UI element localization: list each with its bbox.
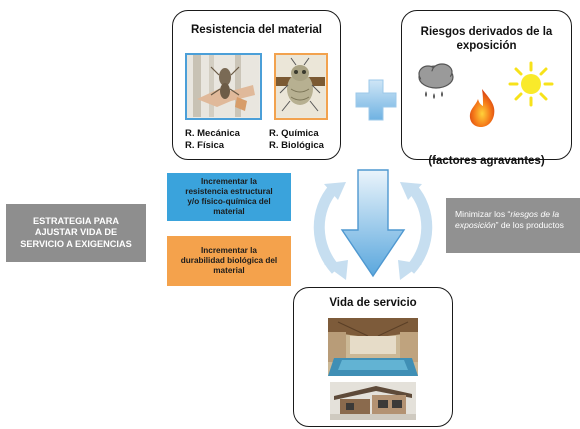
wooden-house-photo	[330, 382, 416, 420]
cycle-arrows-icon	[313, 169, 433, 280]
material-resistance-title: Resistencia del material	[190, 24, 323, 36]
minimize-exposure-risks-note: Minimizar los “riesgos de la exposición”…	[446, 198, 580, 253]
aggravating-factors-label: (factores agravantes)	[428, 155, 545, 167]
chemical-resistance-label: R. Química	[269, 128, 319, 139]
increase-biological-durability-box: Incrementar la durabilidad biológica del…	[167, 236, 291, 286]
sun-icon	[508, 61, 554, 107]
mechanical-resistance-label: R. Mecánica	[185, 128, 240, 139]
wood-fungus-image	[274, 53, 328, 120]
strategy-label: ESTRATEGIA PARA AJUSTAR VIDA DE SERVICIO…	[6, 204, 146, 262]
wood-insect-image	[185, 53, 262, 120]
increase-structural-resistance-box: Incrementar la resistencia estructural y…	[167, 173, 291, 221]
blue-line-4: material	[213, 207, 245, 217]
exposure-risks-title-line-2: exposición	[456, 40, 517, 52]
blue-line-1: Incrementar la	[201, 176, 257, 186]
exposure-risks-title-line-1: Riesgos derivados de la	[420, 26, 553, 38]
blue-line-2: resistencia estructural	[185, 186, 273, 196]
strategy-line-1: ESTRATEGIA PARA	[32, 215, 120, 226]
strategy-line-2: AJUSTAR VIDA DE	[34, 227, 118, 238]
biological-resistance-label: R. Biológica	[269, 139, 324, 151]
mechanical-physical-resistance-labels: R. Mecánica R. Física	[185, 128, 240, 151]
orange-line-1: Incrementar la	[201, 245, 257, 255]
minimize-emphasis-1: riesgos de la	[510, 209, 560, 219]
physical-resistance-label: R. Física	[185, 139, 225, 151]
minimize-suffix: ” de los productos	[495, 219, 564, 230]
fire-icon	[469, 89, 495, 127]
orange-line-3: material	[213, 266, 245, 276]
rain-cloud-icon	[418, 63, 454, 99]
chemical-biological-resistance-labels: R. Química R. Biológica	[269, 128, 324, 151]
strategy-line-3: SERVICIO A EXIGENCIAS	[20, 238, 132, 249]
exposure-risks-title: Riesgos derivados de la exposición	[402, 25, 571, 53]
indoor-pool-photo	[328, 318, 418, 376]
material-resistance-box: Resistencia del material	[172, 10, 341, 160]
blue-line-3: y/o físico-química del	[187, 197, 271, 206]
exposure-risks-box: Riesgos derivados de la exposición	[401, 10, 572, 167]
minimize-emphasis-2: exposición	[455, 219, 496, 230]
minimize-prefix: Minimizar los “	[455, 209, 511, 219]
service-life-box: Vida de servicio	[293, 287, 453, 427]
service-life-title: Vida de servicio	[329, 297, 417, 309]
orange-line-2: durabilidad biológica del	[180, 255, 278, 265]
plus-icon	[355, 79, 397, 121]
